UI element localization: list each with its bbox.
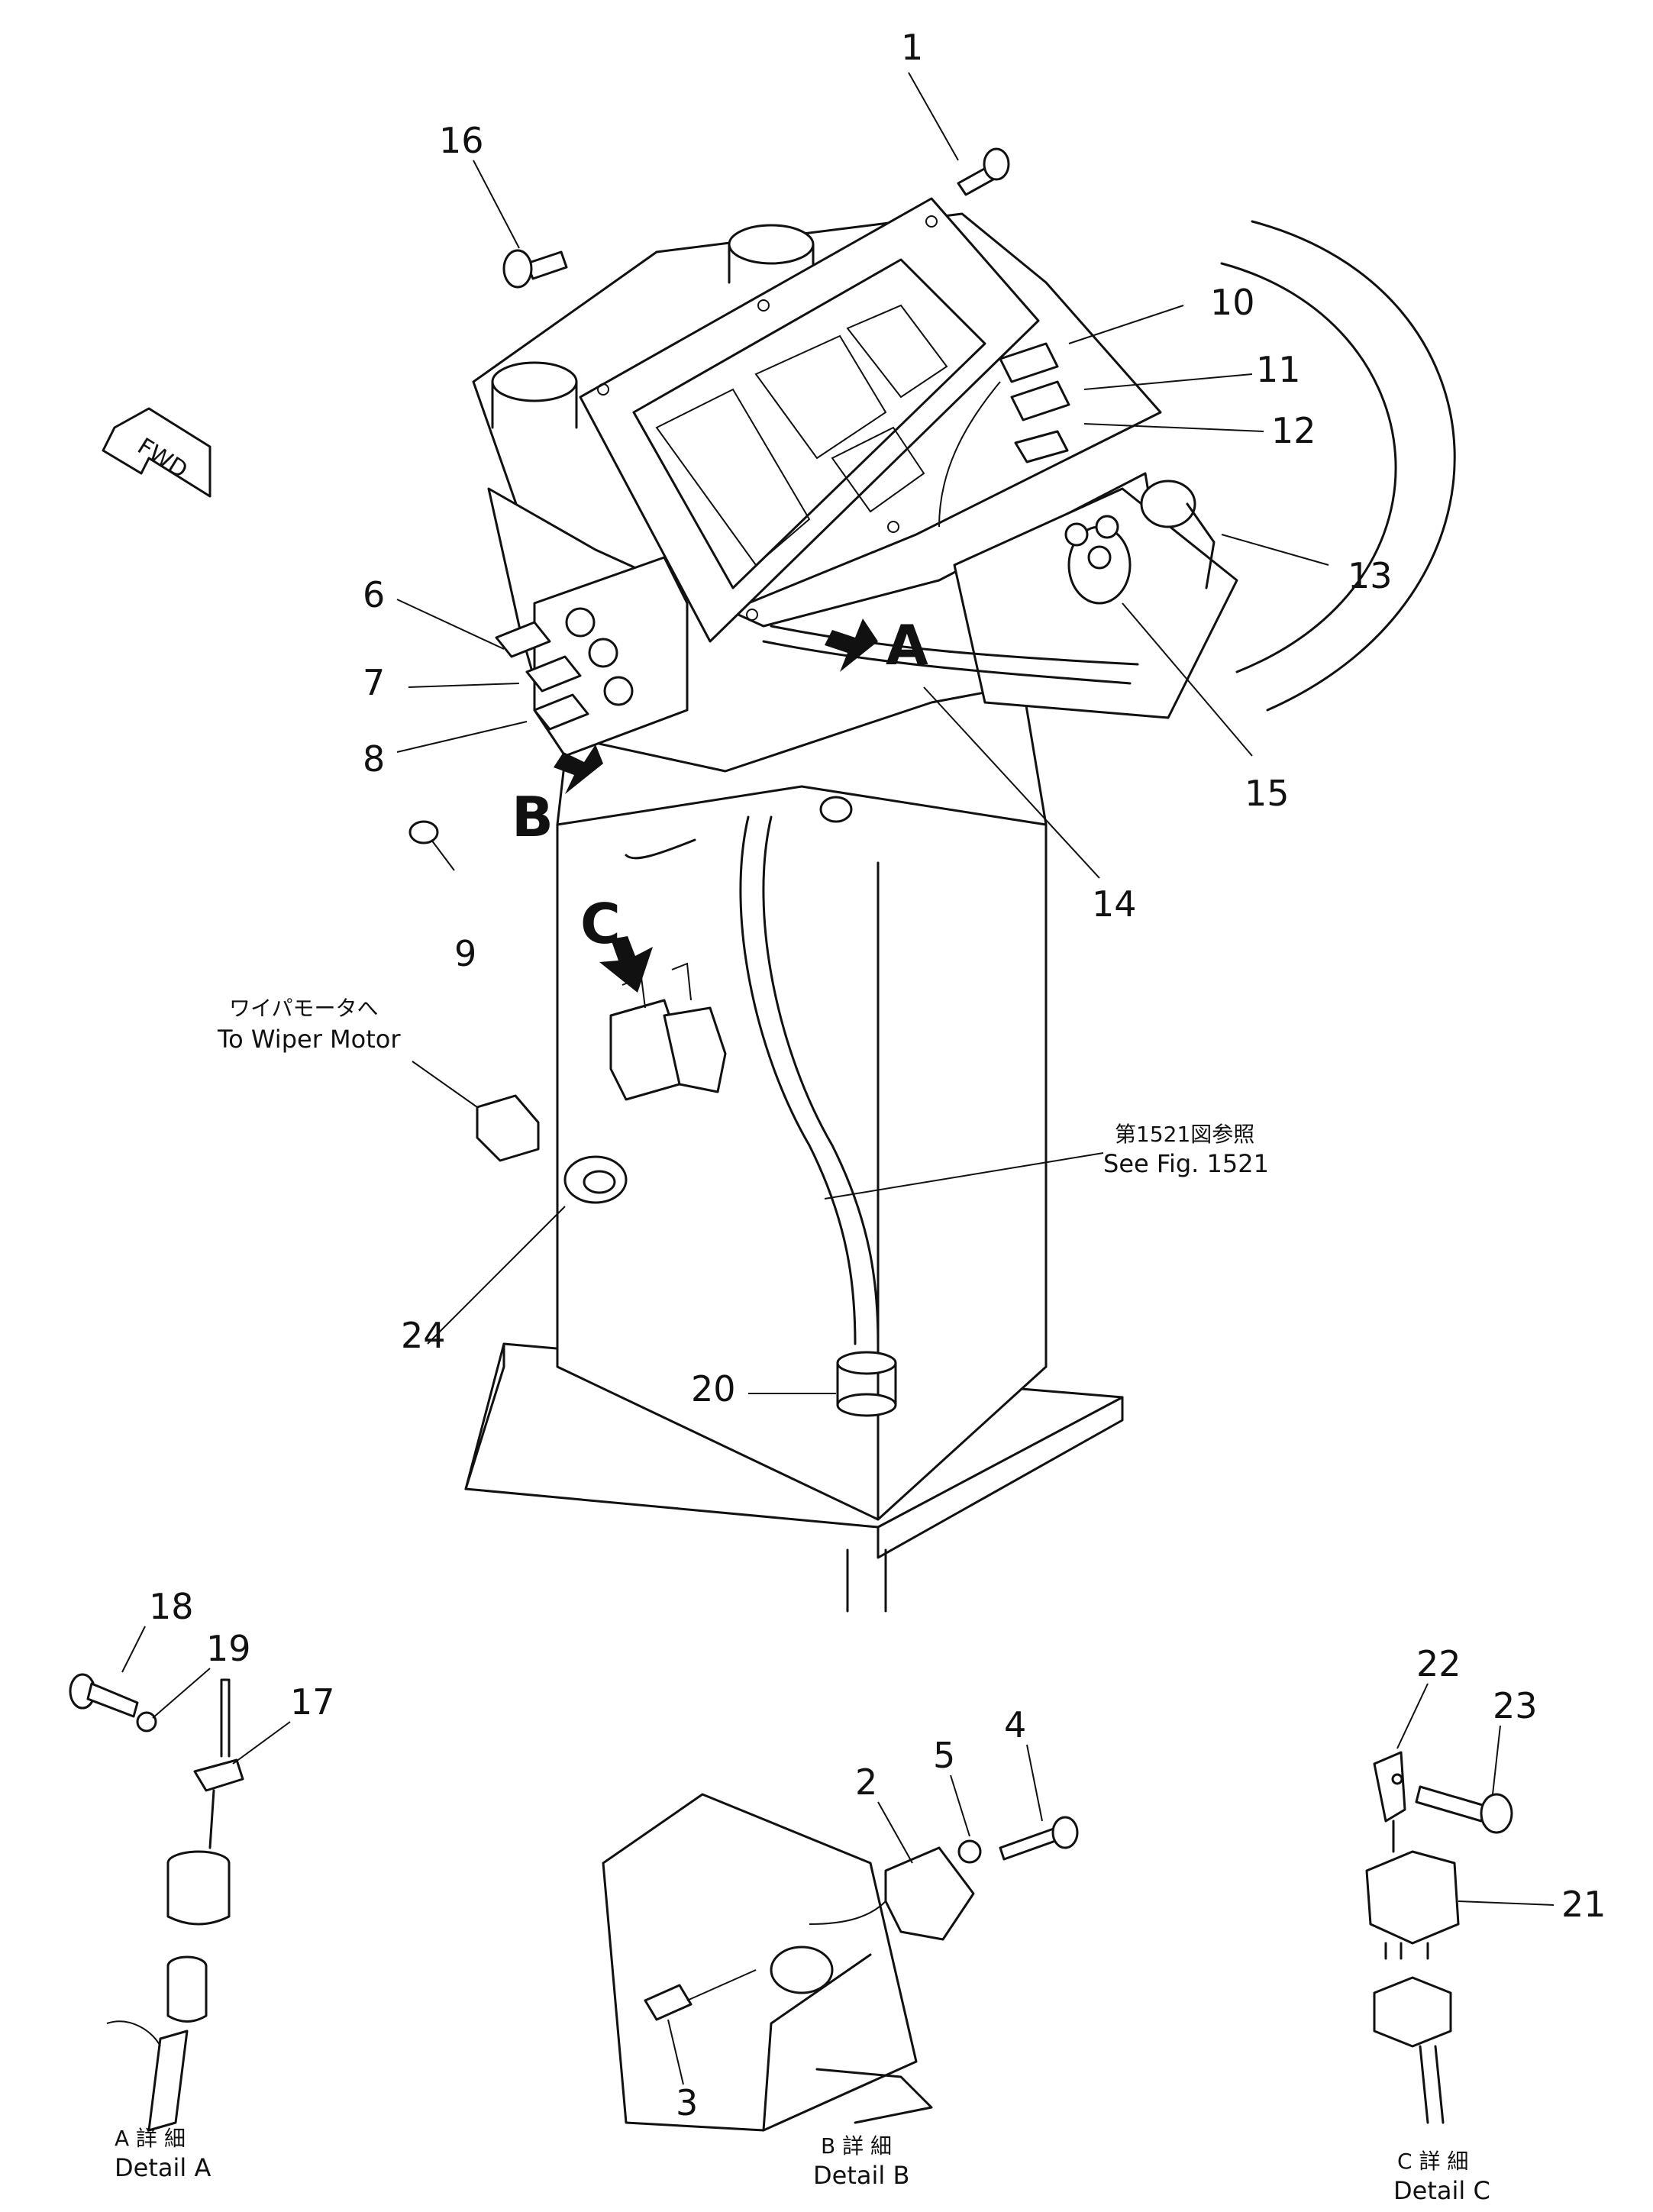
- wiper-note-en: To Wiper Motor: [217, 1025, 401, 1054]
- relay-group-10-12: [938, 342, 1070, 528]
- part-label-20: 20: [691, 1368, 736, 1410]
- detail-a-jp: A 詳 細: [115, 2126, 186, 2151]
- part-label-7: 7: [363, 662, 385, 703]
- detail-captions: A 詳 細 Detail A B 詳 細 Detail B C 詳 細 Deta…: [115, 2126, 1490, 2205]
- detail-b-jp: B 詳 細: [821, 2133, 892, 2159]
- toggle-switch-group: [495, 607, 634, 731]
- part-label-18: 18: [149, 1586, 194, 1627]
- part-label-9: 9: [454, 933, 476, 974]
- view-marker-a: A: [886, 613, 928, 677]
- view-marker-b: B: [512, 785, 554, 849]
- detail-a-drawing: [69, 1673, 244, 2132]
- detail-b-drawing: [602, 1793, 1079, 2132]
- fig-note-en: See Fig. 1521: [1103, 1149, 1269, 1178]
- detail-c-en: Detail C: [1393, 2176, 1490, 2205]
- part-label-13: 13: [1348, 555, 1393, 596]
- part-number-labels: 1 16 10 11 12 13 15 14 6 7 8 9 24 20 18 …: [149, 27, 1606, 2123]
- detail-b-en: Detail B: [813, 2161, 909, 2190]
- fwd-arrow-icon: FWD: [102, 407, 211, 498]
- part-label-12: 12: [1271, 410, 1316, 451]
- leader-lines: [396, 72, 1329, 1394]
- part-label-11: 11: [1256, 349, 1301, 390]
- view-arrow-a: [825, 618, 878, 672]
- detail-a-en: Detail A: [115, 2153, 211, 2182]
- part-label-16: 16: [439, 120, 484, 161]
- screw-1: [957, 147, 1010, 196]
- figure-ref-note: 第1521図参照 See Fig. 1521: [1103, 1122, 1269, 1178]
- part-label-4: 4: [1004, 1704, 1026, 1745]
- part-label-1: 1: [901, 27, 923, 68]
- part-label-24: 24: [401, 1315, 446, 1356]
- part-label-3: 3: [676, 2082, 698, 2123]
- key-switch-assembly: [1064, 480, 1216, 605]
- wiper-note-jp: ワイパモータへ: [229, 996, 378, 1021]
- detail-c-jp: C 詳 細: [1397, 2149, 1468, 2174]
- part-label-6: 6: [363, 574, 385, 615]
- part-label-10: 10: [1210, 282, 1255, 323]
- fig-note-jp: 第1521図参照: [1115, 1122, 1254, 1147]
- view-arrow-c: [599, 936, 653, 993]
- detail-c-drawing: [1365, 1751, 1513, 2124]
- view-marker-c: C: [580, 892, 621, 956]
- part-label-23: 23: [1493, 1685, 1538, 1726]
- control-console: [408, 197, 1456, 1613]
- part-label-8: 8: [363, 738, 385, 780]
- wiper-note: ワイパモータへ To Wiper Motor: [217, 996, 401, 1054]
- part-label-21: 21: [1561, 1884, 1606, 1925]
- part-label-19: 19: [206, 1628, 251, 1669]
- part-label-14: 14: [1092, 883, 1137, 925]
- detail-leader-lines: [121, 1626, 1555, 2085]
- view-marker-labels: A B C: [512, 613, 928, 956]
- part-label-15: 15: [1245, 773, 1290, 814]
- part-label-2: 2: [855, 1762, 877, 1803]
- part-label-5: 5: [933, 1735, 955, 1776]
- view-arrow-b: [554, 744, 603, 794]
- bolt-16: [502, 249, 568, 289]
- part-label-22: 22: [1416, 1643, 1461, 1684]
- part-label-17: 17: [290, 1681, 335, 1723]
